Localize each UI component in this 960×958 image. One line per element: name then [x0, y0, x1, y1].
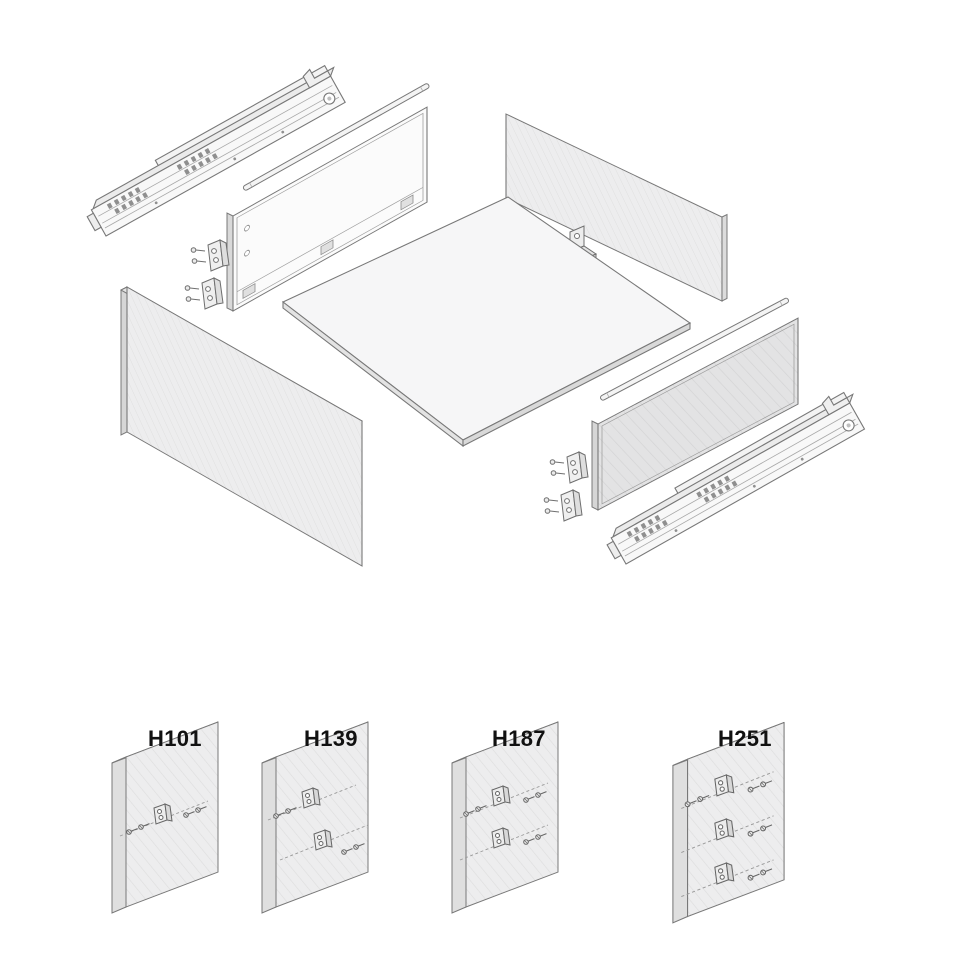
assembly-axis-line	[279, 824, 369, 861]
drawer-bottom	[281, 196, 692, 448]
front-bracket-right-top	[549, 451, 589, 484]
drawer-side-right	[591, 317, 799, 511]
variant-h101-drawing	[111, 721, 219, 914]
variant-h101: H101	[96, 712, 296, 927]
assembly-axis-line	[459, 782, 549, 819]
variant-h251: H251	[656, 712, 866, 927]
assembly-axis-line	[681, 815, 774, 853]
variant-h187: H187	[436, 712, 636, 927]
front-bracket-right-bottom	[543, 489, 583, 522]
variant-h251-label: H251	[718, 726, 772, 751]
drawer-side-left	[226, 106, 428, 312]
assembly-axis-line	[681, 771, 774, 809]
exploded-view-drawing	[0, 0, 960, 660]
variant-h251-drawing	[672, 721, 785, 924]
variant-h139-label: H139	[304, 726, 358, 751]
assembly-axis-line	[267, 784, 357, 821]
front-bracket-left-bottom	[184, 277, 224, 310]
assembly-axis-line	[119, 800, 209, 837]
variant-h139: H139	[246, 712, 446, 927]
variant-h187-drawing	[451, 721, 559, 914]
variant-h101-label: H101	[148, 726, 202, 751]
assembly-axis-line	[459, 824, 549, 861]
back-panel	[505, 113, 728, 302]
assembly-axis-line	[681, 859, 774, 898]
variant-h139-drawing	[261, 721, 369, 914]
front-panel	[119, 286, 364, 567]
variant-h187-label: H187	[492, 726, 546, 751]
front-bracket-left-top	[190, 239, 230, 272]
